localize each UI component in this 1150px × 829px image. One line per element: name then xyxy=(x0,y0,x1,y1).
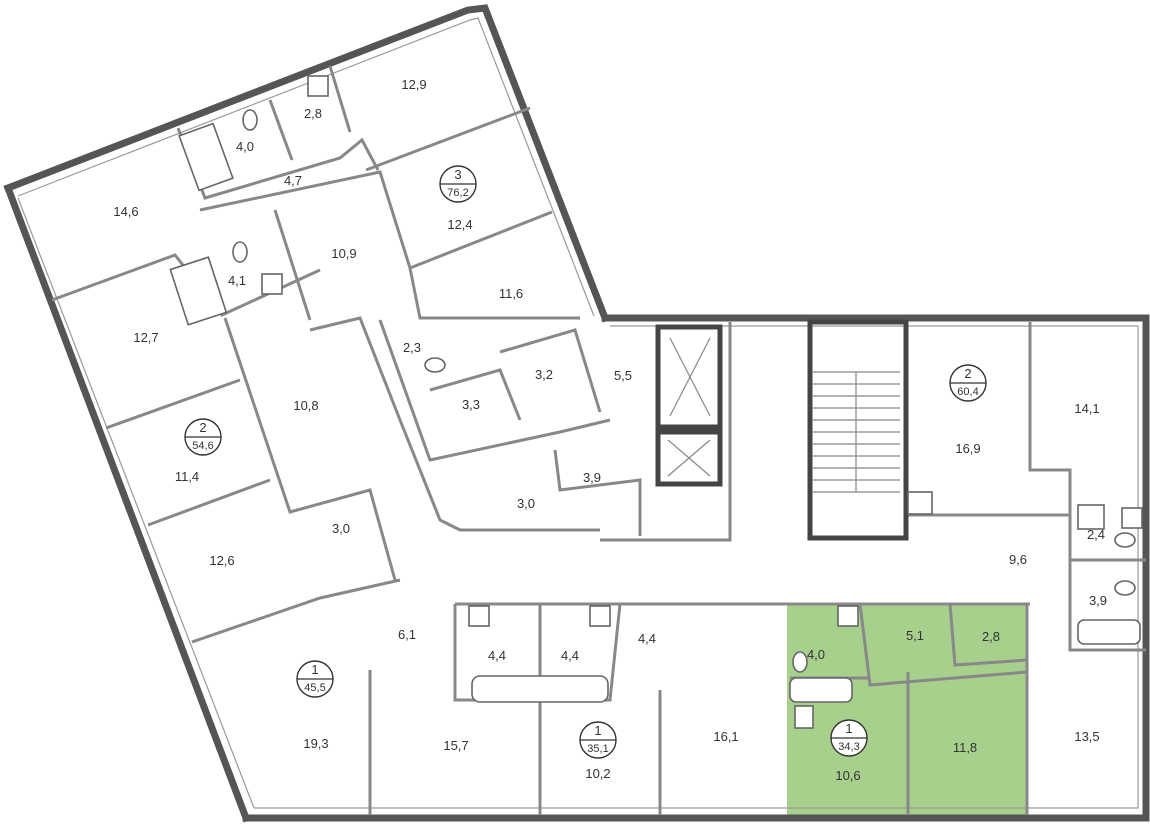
apartment-rooms: 2 xyxy=(199,420,206,435)
room-area-label: 2,8 xyxy=(304,106,322,121)
room-area-label: 2,4 xyxy=(1087,527,1105,542)
room-area-label: 3,2 xyxy=(535,367,553,382)
apartment-rooms: 3 xyxy=(454,167,461,182)
room-area-label: 11,6 xyxy=(499,286,523,301)
room-area-label: 11,4 xyxy=(175,469,199,484)
elevator-1 xyxy=(655,324,723,430)
apartment-rooms: 1 xyxy=(311,662,318,677)
apartment-marker-2-60[interactable]: 2 60,4 xyxy=(949,364,987,402)
apartment-area: 76,2 xyxy=(447,187,468,199)
stair-treads xyxy=(812,371,900,493)
elevator-2 xyxy=(655,429,723,487)
room-area-label: 13,5 xyxy=(1074,729,1099,744)
apartment-marker-1-45[interactable]: 1 45,5 xyxy=(296,660,334,698)
apartment-marker-1-34[interactable]: 1 34,3 xyxy=(830,719,868,757)
room-area-label: 5,5 xyxy=(614,368,632,383)
room-area-label: 3,0 xyxy=(332,521,350,536)
apartment-area: 45,5 xyxy=(304,682,325,694)
room-area-label: 4,4 xyxy=(561,648,579,663)
room-area-label: 4,7 xyxy=(284,173,302,188)
room-area-label: 4,0 xyxy=(236,139,254,154)
apartment-area: 60,4 xyxy=(957,386,978,398)
room-area-label: 6,1 xyxy=(398,627,416,642)
room-area-label: 19,3 xyxy=(303,736,328,751)
room-area-label: 10,2 xyxy=(585,766,610,781)
room-area-label: 3,0 xyxy=(517,496,535,511)
room-area-label: 16,9 xyxy=(955,441,980,456)
room-area-label: 12,4 xyxy=(447,217,472,232)
apartment-area: 34,3 xyxy=(838,741,859,753)
room-area-label: 12,6 xyxy=(209,553,234,568)
room-area-label: 4,4 xyxy=(638,631,656,646)
room-area-label: 11,8 xyxy=(953,740,977,755)
room-area-label: 4,0 xyxy=(807,647,825,662)
room-area-label: 3,9 xyxy=(583,470,601,485)
apartment-rooms: 2 xyxy=(964,366,971,381)
room-area-label: 5,1 xyxy=(906,628,924,643)
stairwell xyxy=(807,319,909,541)
room-area-label: 15,7 xyxy=(443,738,468,753)
room-area-label: 2,8 xyxy=(982,629,1000,644)
room-area-label: 3,3 xyxy=(462,397,480,412)
room-area-label: 9,6 xyxy=(1009,552,1027,567)
room-labels: 14,6 4,0 2,8 12,9 4,7 12,4 10,9 4,1 11,6… xyxy=(113,77,1107,783)
exterior-walls xyxy=(3,4,1150,823)
room-area-label: 3,9 xyxy=(1089,593,1107,608)
apartment-area: 35,1 xyxy=(587,743,608,755)
room-area-label: 12,7 xyxy=(133,330,158,345)
apartment-marker-2-54[interactable]: 2 54,6 xyxy=(184,418,222,456)
apartment-marker-3-76[interactable]: 3 76,2 xyxy=(439,165,477,203)
building-core xyxy=(655,319,909,541)
room-area-label: 2,3 xyxy=(403,340,421,355)
room-area-label: 14,1 xyxy=(1074,401,1099,416)
room-area-label: 4,1 xyxy=(228,273,246,288)
fixtures xyxy=(169,75,1143,729)
apartment-rooms: 1 xyxy=(594,723,601,738)
apartment-area: 54,6 xyxy=(192,440,213,452)
room-area-label: 4,4 xyxy=(488,648,506,663)
room-area-label: 10,8 xyxy=(293,398,318,413)
room-area-label: 12,9 xyxy=(401,77,426,92)
room-area-label: 16,1 xyxy=(713,729,738,744)
apartment-marker-1-35[interactable]: 1 35,1 xyxy=(579,721,617,759)
apartment-rooms: 1 xyxy=(845,721,852,736)
room-area-label: 14,6 xyxy=(113,204,138,219)
room-area-label: 10,9 xyxy=(331,246,356,261)
room-area-label: 10,6 xyxy=(835,768,860,783)
